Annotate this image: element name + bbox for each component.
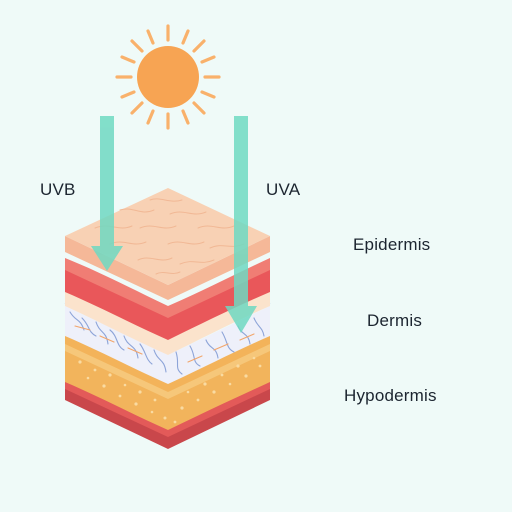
epidermis-red-side bbox=[65, 262, 270, 340]
sun-icon bbox=[115, 24, 221, 130]
epidermis-red-top bbox=[65, 258, 270, 318]
epidermis-label: Epidermis bbox=[353, 235, 431, 254]
skin-surface-top bbox=[65, 188, 270, 285]
uvb-label: UVB bbox=[40, 180, 76, 199]
uva-arrow bbox=[225, 116, 257, 333]
hypodermis-label: Hypodermis bbox=[344, 386, 437, 405]
blood-vessels bbox=[69, 311, 265, 375]
uva-label: UVA bbox=[266, 180, 301, 199]
dermis-label: Dermis bbox=[367, 311, 423, 330]
fat-dots bbox=[78, 356, 262, 424]
dermis-side bbox=[65, 282, 270, 355]
hypodermis-side bbox=[65, 345, 270, 430]
uvb-arrow bbox=[91, 116, 123, 271]
dermis-vessel-band bbox=[65, 306, 270, 384]
